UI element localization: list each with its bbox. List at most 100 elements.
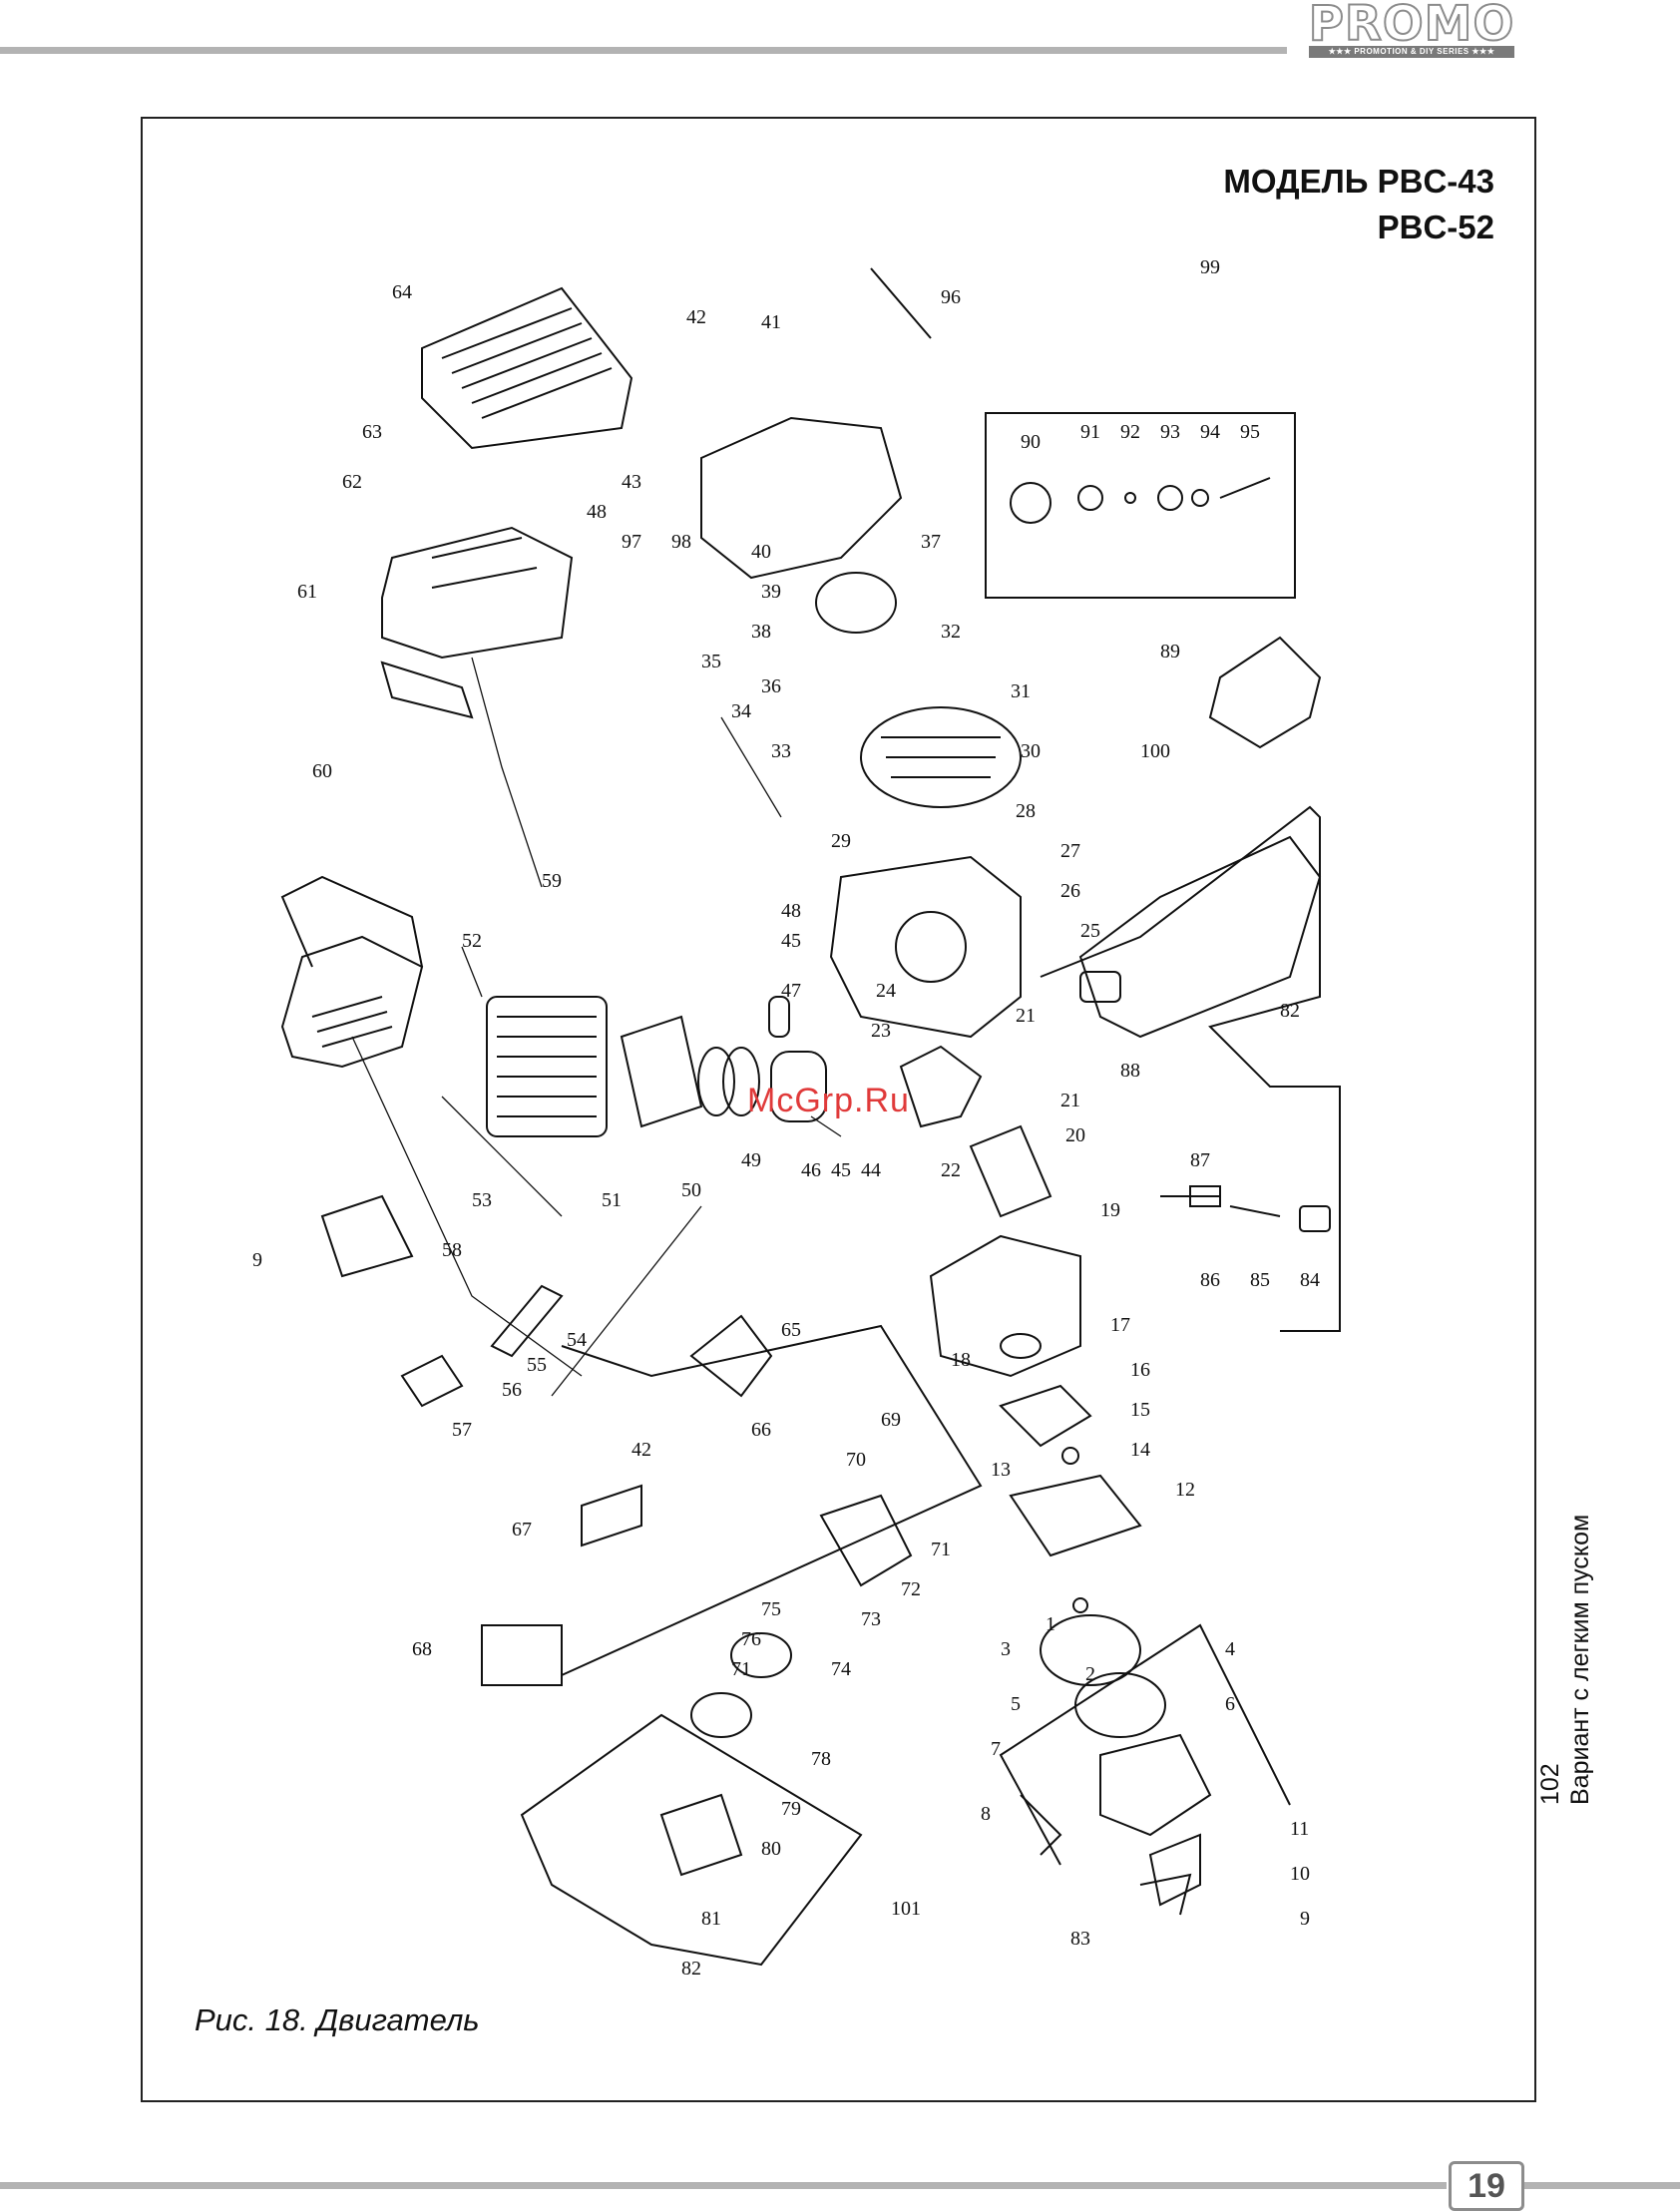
svg-text:71: 71 <box>931 1539 951 1560</box>
svg-text:3: 3 <box>1001 1638 1011 1660</box>
svg-text:38: 38 <box>751 621 771 643</box>
svg-text:100: 100 <box>1140 740 1170 762</box>
svg-text:86: 86 <box>1200 1269 1220 1291</box>
svg-text:63: 63 <box>362 421 382 443</box>
svg-text:64: 64 <box>392 281 412 303</box>
svg-text:43: 43 <box>622 471 641 493</box>
svg-text:67: 67 <box>512 1519 532 1541</box>
svg-text:11: 11 <box>1290 1818 1309 1840</box>
svg-text:42: 42 <box>631 1439 651 1461</box>
svg-text:73: 73 <box>861 1608 881 1630</box>
air-filter-group-frame <box>520 1713 863 1967</box>
crankshaft-part <box>899 1045 983 1128</box>
svg-text:98: 98 <box>671 531 691 553</box>
svg-text:61: 61 <box>297 581 317 603</box>
footer-rule <box>0 2182 1447 2189</box>
tank-bracket-part <box>1208 636 1322 749</box>
svg-text:53: 53 <box>472 1189 492 1211</box>
fuel-tank-frame <box>1040 805 1341 1332</box>
svg-text:69: 69 <box>881 1409 901 1431</box>
svg-text:83: 83 <box>1070 1928 1090 1950</box>
svg-text:35: 35 <box>701 651 721 672</box>
svg-text:57: 57 <box>452 1419 472 1441</box>
svg-text:32: 32 <box>941 621 961 643</box>
svg-text:45: 45 <box>781 930 801 952</box>
muffler-cover-part <box>421 286 633 450</box>
model-title-line-2: PBC-52 <box>1377 209 1494 245</box>
svg-text:47: 47 <box>781 980 801 1002</box>
footer-rule-right <box>1524 2182 1680 2189</box>
logo-word: PROMO <box>1308 0 1515 53</box>
muffler-part <box>381 526 574 660</box>
svg-text:12: 12 <box>1175 1479 1195 1501</box>
bolt-part <box>870 267 932 339</box>
svg-text:28: 28 <box>1016 800 1036 822</box>
svg-text:50: 50 <box>681 1179 701 1201</box>
svg-text:81: 81 <box>701 1908 721 1930</box>
svg-text:29: 29 <box>831 830 851 852</box>
svg-text:96: 96 <box>941 286 961 308</box>
svg-text:25: 25 <box>1080 920 1100 942</box>
svg-text:91: 91 <box>1080 421 1100 443</box>
svg-text:7: 7 <box>991 1738 1001 1760</box>
svg-text:9: 9 <box>1300 1908 1310 1930</box>
starter-gasket-part <box>1009 1474 1142 1557</box>
carburetor-parts <box>481 1314 913 1877</box>
model-title-line-1: МОДЕЛЬ PBC-43 <box>1223 163 1494 200</box>
svg-text:66: 66 <box>751 1419 771 1441</box>
svg-text:97: 97 <box>622 531 641 553</box>
carburetor-group-frame <box>561 1324 983 1676</box>
svg-text:26: 26 <box>1060 880 1080 902</box>
crankcase-part <box>829 855 1022 1039</box>
svg-text:89: 89 <box>1160 641 1180 663</box>
svg-text:88: 88 <box>1120 1060 1140 1082</box>
crankcase-half-part <box>929 1234 1081 1378</box>
fuel-line-parts <box>1160 1185 1331 1232</box>
svg-text:94: 94 <box>1200 421 1220 443</box>
variant-note: 102 Вариант с легким пуском <box>1535 1406 1595 1805</box>
svg-text:54: 54 <box>567 1329 587 1351</box>
nut-kit-parts <box>1010 477 1271 524</box>
svg-text:27: 27 <box>1060 840 1080 862</box>
side-cover-part <box>320 1194 414 1278</box>
svg-text:4: 4 <box>1225 1638 1235 1660</box>
clutch-part <box>815 572 897 634</box>
svg-text:79: 79 <box>781 1798 801 1820</box>
washer-part <box>1061 1447 1079 1465</box>
svg-text:52: 52 <box>462 930 482 952</box>
svg-text:33: 33 <box>771 740 791 762</box>
svg-text:82: 82 <box>681 1958 701 1980</box>
svg-text:14: 14 <box>1130 1439 1150 1461</box>
svg-text:16: 16 <box>1130 1359 1150 1381</box>
svg-text:44: 44 <box>861 1159 881 1181</box>
header-rule <box>0 47 1287 54</box>
svg-text:5: 5 <box>1011 1693 1021 1715</box>
svg-text:40: 40 <box>751 541 771 563</box>
watermark: McGrp.Ru <box>747 1082 910 1119</box>
svg-text:93: 93 <box>1160 421 1180 443</box>
spark-plug-cap-part <box>400 1354 464 1408</box>
assembly-guide-lines <box>351 657 842 1397</box>
svg-text:76: 76 <box>741 1628 761 1650</box>
spark-plug-part <box>490 1284 564 1358</box>
svg-text:6: 6 <box>1225 1693 1235 1715</box>
svg-text:74: 74 <box>831 1658 851 1680</box>
piston-ring-part <box>697 1047 735 1116</box>
svg-text:34: 34 <box>731 700 751 722</box>
svg-text:80: 80 <box>761 1838 781 1860</box>
bearing-part <box>1000 1333 1042 1359</box>
svg-text:62: 62 <box>342 471 362 493</box>
muffler-gasket-part <box>380 661 474 719</box>
svg-text:23: 23 <box>871 1020 891 1042</box>
svg-text:41: 41 <box>761 311 781 333</box>
svg-text:1: 1 <box>1046 1613 1055 1635</box>
svg-text:87: 87 <box>1190 1149 1210 1171</box>
svg-text:15: 15 <box>1130 1399 1150 1421</box>
air-filter-cover-part <box>280 935 424 1069</box>
svg-text:45: 45 <box>831 1159 851 1181</box>
svg-text:51: 51 <box>602 1189 622 1211</box>
fuel-tank-part <box>1078 835 1322 1039</box>
piston-ring-part <box>722 1047 760 1116</box>
